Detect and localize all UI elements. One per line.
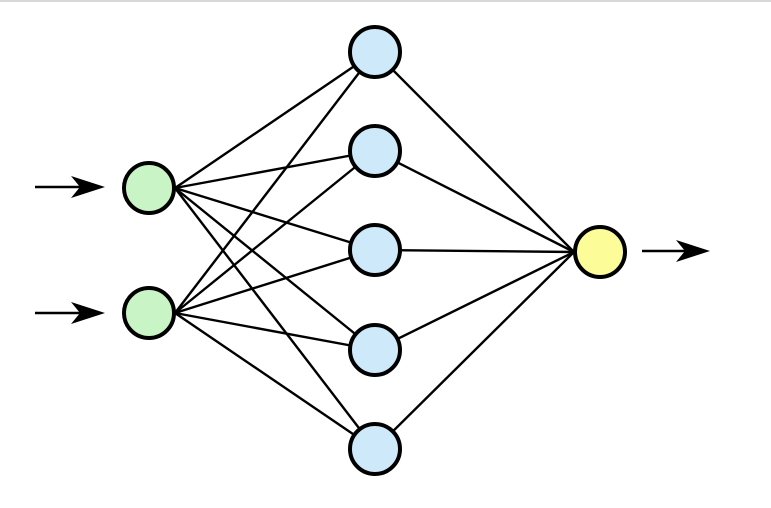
edge-h1-o1 — [374, 51, 575, 253]
output-node-1 — [573, 225, 627, 279]
edge-i2-h3 — [174, 248, 376, 315]
hidden-node-5 — [348, 422, 402, 476]
edge-i1-h3 — [174, 186, 376, 252]
edge-i1-h1 — [174, 51, 376, 189]
input-arrow-2-head-icon — [71, 302, 105, 324]
output-arrow-head-icon — [676, 240, 710, 262]
edge-i2-h1 — [174, 51, 376, 314]
input-node-1 — [122, 161, 176, 215]
edge-i1-h5 — [174, 187, 376, 450]
edge-i2-h5 — [174, 312, 376, 450]
edge-i1-h4 — [174, 187, 376, 351]
input-arrow-1-head-icon — [71, 176, 105, 198]
hidden-node-1 — [348, 25, 402, 79]
top-border-line — [0, 0, 771, 2]
hidden-node-3 — [348, 223, 402, 277]
edge-h3-o1 — [374, 248, 575, 254]
hidden-node-4 — [348, 323, 402, 377]
edge-i2-h4 — [174, 311, 376, 352]
hidden-node-2 — [348, 124, 402, 178]
edge-h4-o1 — [374, 250, 575, 352]
edge-i2-h2 — [174, 150, 376, 314]
edge-h2-o1 — [374, 149, 575, 254]
input-node-2 — [122, 286, 176, 340]
edge-h5-o1 — [374, 251, 575, 450]
edge-i1-h2 — [174, 149, 376, 190]
